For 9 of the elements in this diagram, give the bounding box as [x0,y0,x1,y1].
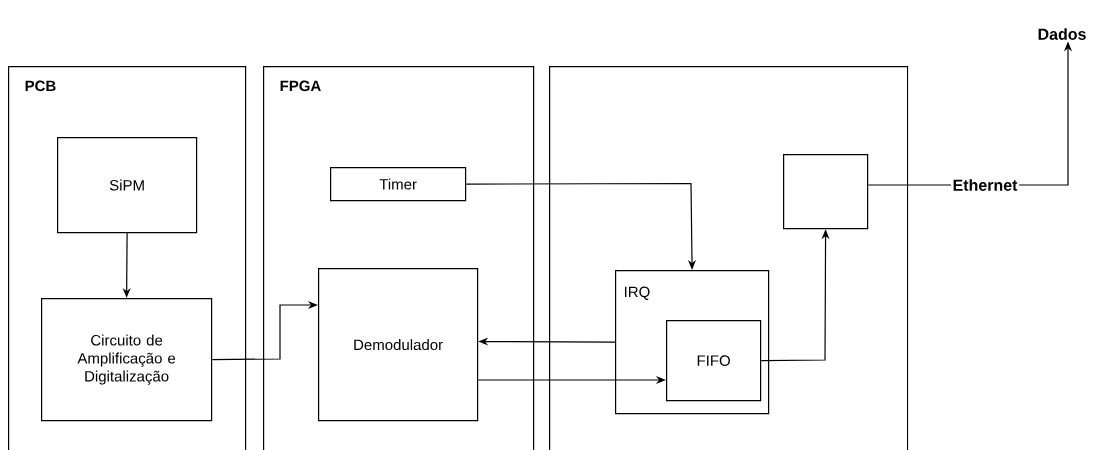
process-box: Timer [330,167,467,202]
process-box: Circuito de Amplificação e Digitalização [41,298,213,422]
process-box: FIFO [666,320,762,402]
process-box: Demodulador [318,268,479,422]
empty-box [783,154,869,230]
process-box: SiPM [57,137,198,234]
text-label: Ethernet [951,178,1019,192]
text-label: Dados [1036,27,1088,41]
empty-box [549,66,909,450]
